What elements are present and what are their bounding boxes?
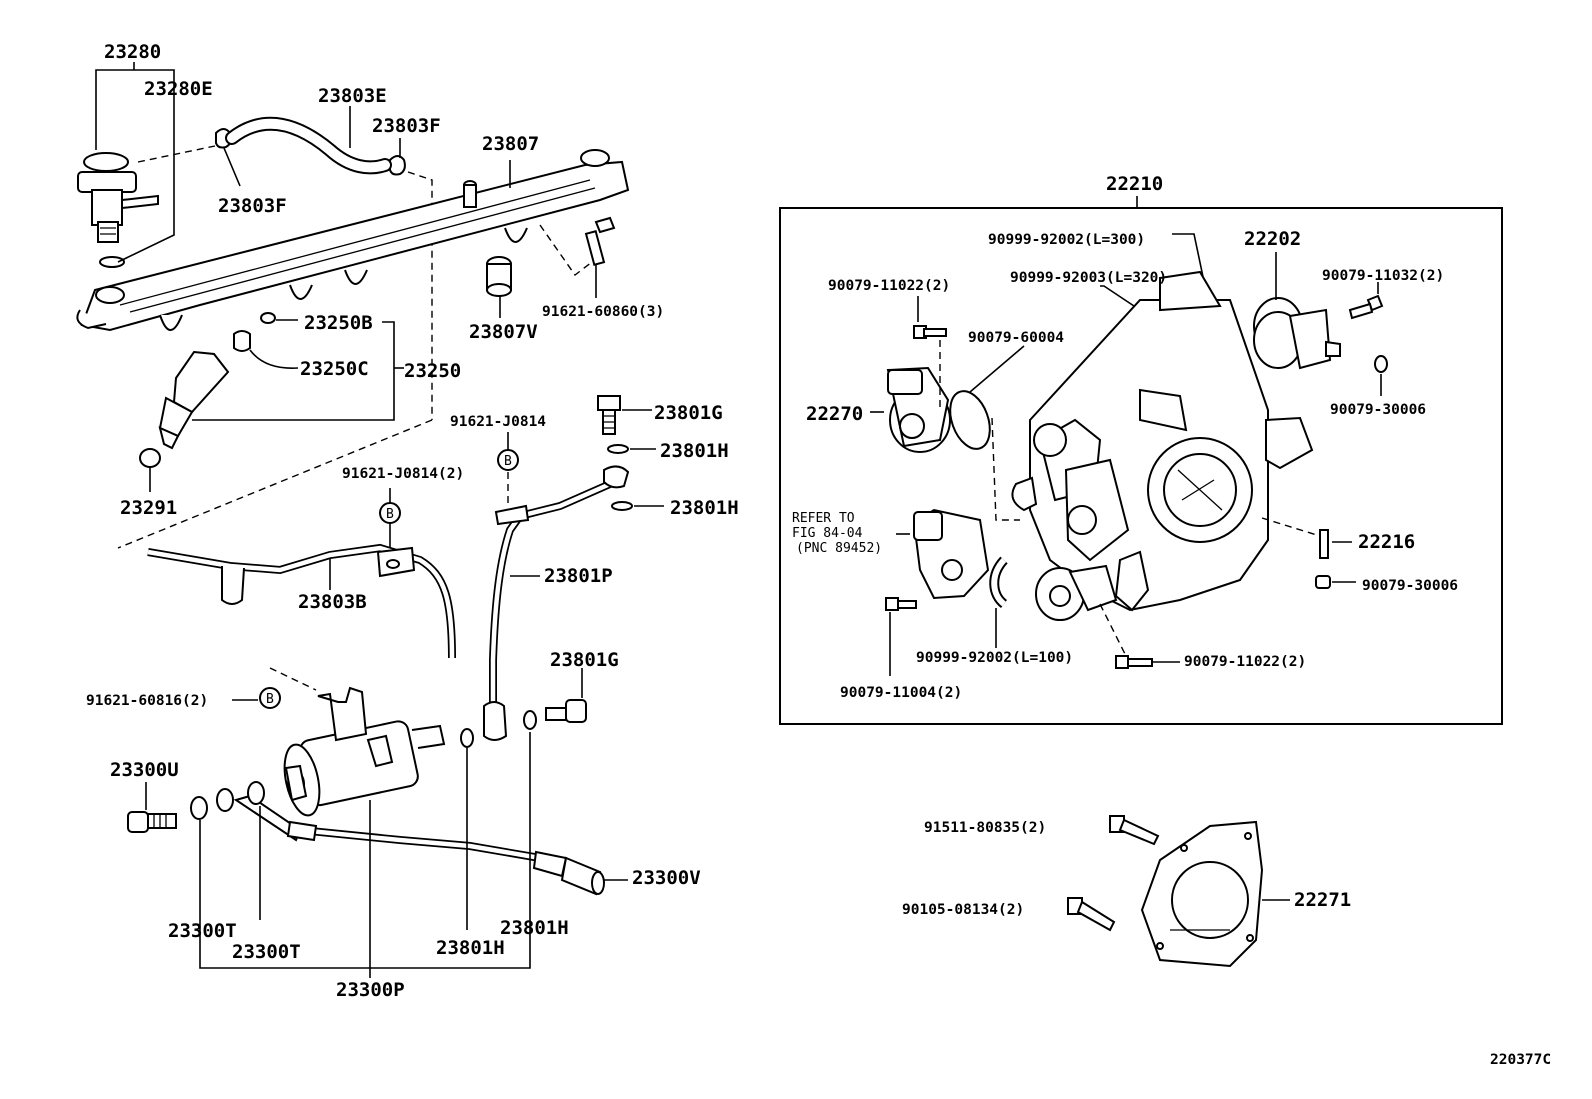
fuel-rail-group <box>76 62 630 549</box>
label-23803E: 23803E <box>318 85 387 107</box>
label-90079-11032: 90079-11032(2) <box>1322 268 1444 284</box>
label-23250C: 23250C <box>300 358 369 380</box>
label-23803B: 23803B <box>298 591 367 613</box>
pin-part <box>1319 529 1329 559</box>
label-90079-11022-top: 90079-11022(2) <box>828 278 950 294</box>
label-23250B: 23250B <box>304 312 373 334</box>
gasket-part <box>523 710 537 730</box>
idle-air-valve-part <box>1253 297 1341 370</box>
gasket-part <box>190 796 208 820</box>
label-23291: 23291 <box>120 497 177 519</box>
screw-part <box>1115 655 1153 669</box>
label-90079-60004: 90079-60004 <box>968 330 1064 346</box>
label-91621-J0814-b: 91621-J0814(2) <box>342 466 464 482</box>
label-23801H-c: 23801H <box>500 917 569 939</box>
label-90999-92003-320: 90999-92003(L=320) <box>1010 270 1167 286</box>
gasket-part <box>460 728 474 748</box>
label-23803F-top: 23803F <box>372 115 441 137</box>
label-23801H-a: 23801H <box>660 440 729 462</box>
label-22202: 22202 <box>1244 228 1301 250</box>
label-23300P: 23300P <box>336 979 405 1001</box>
union-bolt-part <box>597 395 621 435</box>
label-23801H-d: 23801H <box>436 937 505 959</box>
gasket-part <box>611 501 633 511</box>
bracket-23280 <box>95 69 175 263</box>
hose-part <box>532 850 605 896</box>
gasket-part <box>607 444 629 454</box>
label-91511-80835: 91511-80835(2) <box>924 820 1046 836</box>
part-labels: 23280 23280E 23803E 23803F 23807 23803F … <box>86 41 1551 1068</box>
throttle-gasket-group <box>1067 815 1290 968</box>
throttle-body-group <box>779 196 1503 725</box>
label-91621-60816: 91621-60816(2) <box>86 693 208 709</box>
fuel-rail-part <box>76 149 630 332</box>
pulsation-damper-part <box>486 256 512 297</box>
label-23803F-bottom: 23803F <box>218 195 287 217</box>
label-90079-30006-a: 90079-30006 <box>1330 402 1426 418</box>
valve-assembly-part <box>1035 564 1118 621</box>
figure-id: 220377C <box>1490 1052 1551 1068</box>
gasket-part <box>247 781 265 805</box>
bolt-part <box>1067 897 1116 932</box>
label-90079-11022-bottom: 90079-11022(2) <box>1184 654 1306 670</box>
label-23801P: 23801P <box>544 565 613 587</box>
gasket-22271-part <box>1140 820 1264 968</box>
label-23300T-a: 23300T <box>168 920 237 942</box>
o-ring-part <box>949 390 991 450</box>
label-22210: 22210 <box>1106 173 1163 195</box>
label-90079-11004: 90079-11004(2) <box>840 685 962 701</box>
throttle-position-sensor-part <box>886 366 951 453</box>
gasket-part <box>1374 355 1388 373</box>
label-22270: 22270 <box>806 403 863 425</box>
bolt-part <box>1109 815 1160 846</box>
label-23300U: 23300U <box>110 759 179 781</box>
label-23801H-b: 23801H <box>670 497 739 519</box>
screw-part <box>885 597 917 611</box>
union-bolt-part <box>127 811 177 833</box>
label-23250: 23250 <box>404 360 461 382</box>
fuel-filter-part <box>283 686 446 817</box>
label-23300V: 23300V <box>632 867 701 889</box>
refer-text-1: REFER TO <box>792 511 855 526</box>
label-90999-92002-300: 90999-92002(L=300) <box>988 232 1145 248</box>
label-23280E: 23280E <box>144 78 213 100</box>
circle-b-label-2: B <box>386 507 394 522</box>
o-ring-part <box>139 448 161 468</box>
label-22271: 22271 <box>1294 889 1351 911</box>
pressure-regulator-part <box>77 152 159 268</box>
label-23280: 23280 <box>104 41 161 63</box>
refer-text-2: FIG 84-04 <box>792 526 863 541</box>
label-23300T-b: 23300T <box>232 941 301 963</box>
throttle-body-part <box>1011 270 1314 612</box>
label-23801G-top: 23801G <box>654 402 723 424</box>
assembly-box-22210 <box>779 207 1503 725</box>
refer-sensor-part <box>912 508 990 600</box>
circle-b-label-3: B <box>266 692 274 707</box>
union-bolt-part <box>545 699 587 723</box>
refer-text-3: (PNC 89452) <box>796 541 882 556</box>
fuel-injector-part <box>158 312 276 450</box>
label-23801G-mid: 23801G <box>550 649 619 671</box>
label-91621-60860: 91621-60860(3) <box>542 304 664 320</box>
label-90999-92002-100: 90999-92002(L=100) <box>916 650 1073 666</box>
screw-part <box>913 325 947 339</box>
bolt-part <box>584 216 616 266</box>
screw-part <box>1348 294 1384 320</box>
label-91621-J0814-a: 91621-J0814 <box>450 414 546 430</box>
cap-part <box>1315 575 1331 589</box>
fuel-filter-group <box>127 395 664 978</box>
label-22216: 22216 <box>1358 531 1415 553</box>
label-23807: 23807 <box>482 133 539 155</box>
gasket-part <box>216 788 234 812</box>
label-90105-08134: 90105-08134(2) <box>902 902 1024 918</box>
label-90079-30006-b: 90079-30006 <box>1362 578 1458 594</box>
circle-b-label-1: B <box>504 454 512 469</box>
label-23807V: 23807V <box>469 321 538 343</box>
